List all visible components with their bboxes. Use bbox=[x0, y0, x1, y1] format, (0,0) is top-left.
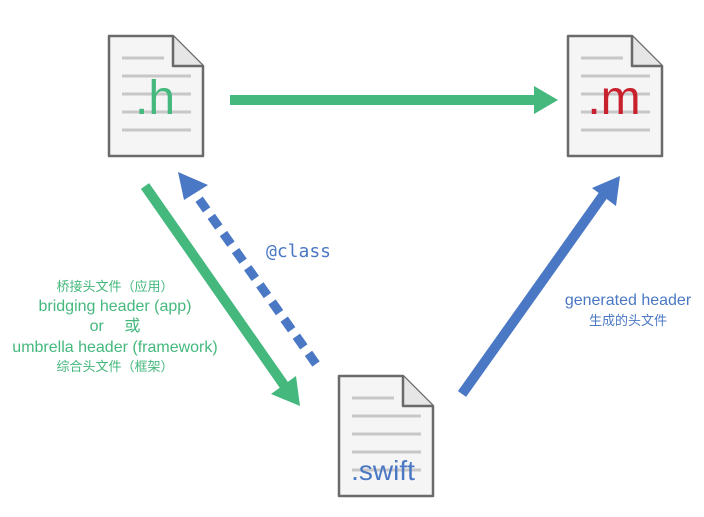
bridging-en-line2: umbrella header (framework) bbox=[12, 339, 218, 356]
bridging-cn-bottom: 综合头文件（框架） bbox=[56, 359, 174, 374]
generated-cn: 生成的头文件 bbox=[588, 313, 667, 328]
generated-header-arrow bbox=[457, 176, 620, 397]
bridging-or-line: or 或 bbox=[89, 318, 141, 335]
class-forward-arrow bbox=[178, 172, 320, 367]
bridging-header-arrow bbox=[140, 183, 300, 406]
m-file-icon: .m bbox=[566, 34, 664, 158]
bridging-label-group: 桥接头文件（应用） bridging header (app) or 或 umb… bbox=[0, 278, 234, 376]
h-to-m-arrow bbox=[230, 86, 558, 114]
bridging-cn-top: 桥接头文件（应用） bbox=[56, 279, 174, 294]
class-label: @class bbox=[266, 241, 332, 262]
swift-file-ext: .swift bbox=[351, 455, 415, 486]
generated-label-group: generated header 生成的头文件 bbox=[552, 290, 704, 331]
generated-en: generated header bbox=[564, 292, 692, 309]
swift-file-icon: .swift bbox=[337, 374, 435, 498]
bridging-en-line1: bridging header (app) bbox=[38, 298, 192, 315]
h-file-ext: .h bbox=[135, 72, 175, 125]
m-file-ext: .m bbox=[587, 72, 640, 125]
h-file-icon: .h bbox=[107, 34, 205, 158]
